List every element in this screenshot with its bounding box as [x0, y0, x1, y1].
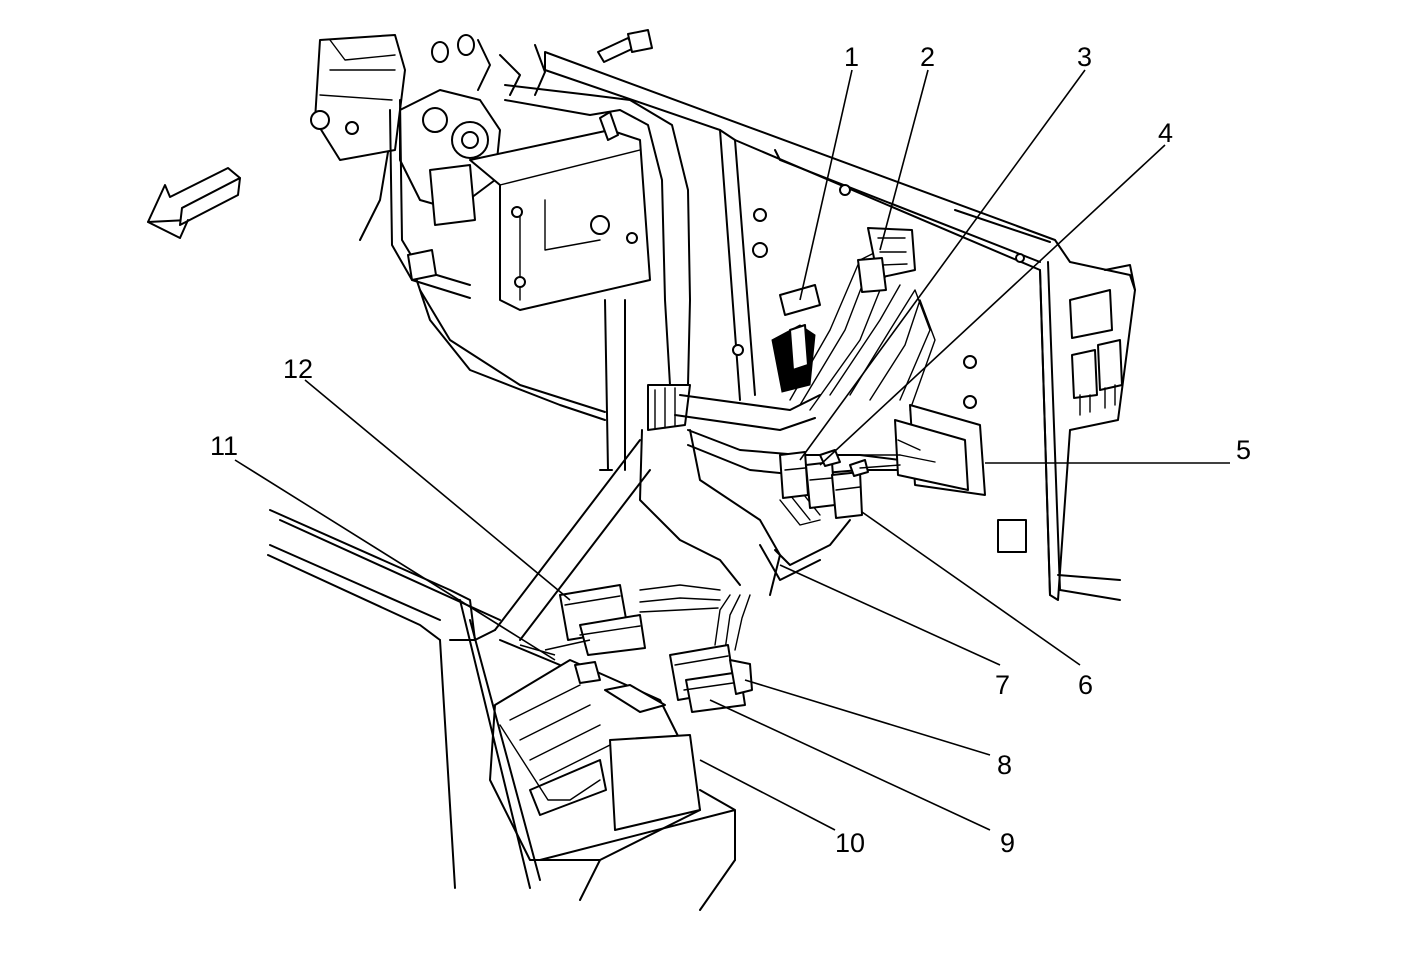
callout-labels: 1 2 3 4 5 6 7 8 9 10 11 12 — [210, 42, 1251, 858]
callout-2: 2 — [920, 42, 935, 72]
callout-1: 1 — [844, 42, 859, 72]
callout-leaders — [234, 69, 1230, 831]
callout-9: 9 — [1000, 828, 1015, 858]
leader-4 — [819, 144, 1166, 466]
fender-panel — [267, 509, 561, 889]
callout-6: 6 — [1078, 670, 1093, 700]
relay-block — [1069, 264, 1136, 416]
connector-c8-c9 — [669, 644, 753, 713]
callout-4: 4 — [1158, 118, 1173, 148]
bulkhead-panel — [544, 51, 1136, 601]
connector-c5 — [859, 404, 986, 496]
callout-8: 8 — [997, 750, 1012, 780]
front-direction-arrow-icon — [147, 167, 241, 239]
mounting-bolt — [597, 29, 653, 63]
leader-7 — [779, 564, 1001, 666]
callout-7: 7 — [995, 670, 1010, 700]
connector-c1 — [771, 284, 821, 393]
connector-c2 — [857, 227, 916, 293]
leader-11 — [234, 459, 556, 661]
leader-3 — [799, 69, 1086, 461]
connector-c12 — [559, 584, 646, 656]
wiring-harness — [504, 84, 936, 651]
callout-10: 10 — [835, 828, 865, 858]
leader-12 — [304, 379, 571, 601]
leader-8 — [744, 679, 991, 756]
leader-1 — [799, 69, 853, 301]
callout-12: 12 — [283, 354, 313, 384]
leader-2 — [879, 69, 929, 251]
callout-11: 11 — [210, 431, 238, 461]
callout-3: 3 — [1077, 42, 1092, 72]
leader-10 — [699, 759, 836, 831]
brake-assembly — [310, 29, 653, 311]
control-module — [489, 659, 736, 911]
leader-6 — [861, 511, 1081, 666]
callout-5: 5 — [1236, 435, 1251, 465]
connector-cluster — [779, 449, 869, 519]
leader-9 — [709, 699, 991, 831]
